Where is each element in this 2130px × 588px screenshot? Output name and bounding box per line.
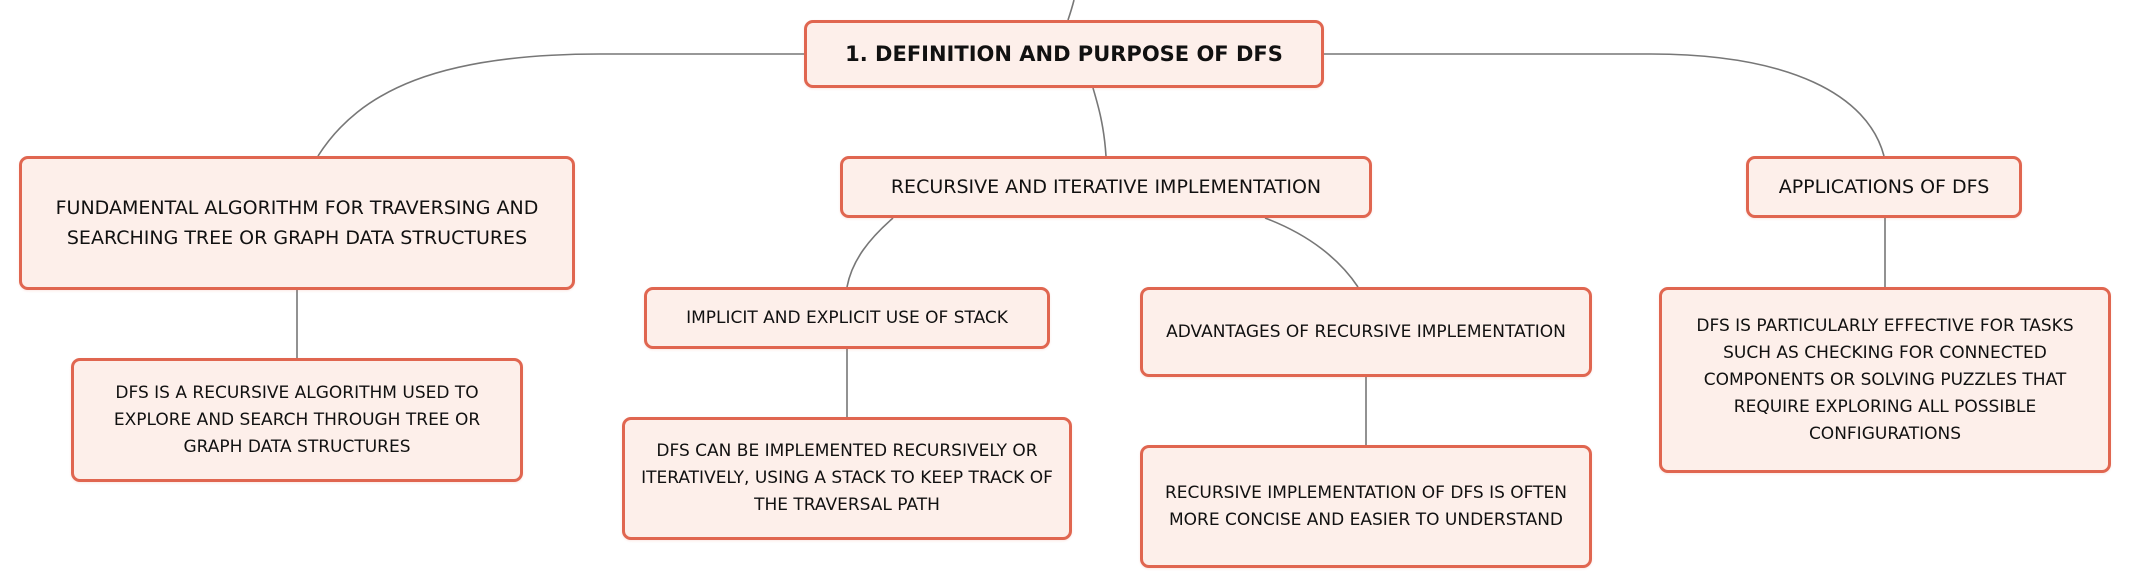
leaf-node-recursive-algorithm[interactable]: DFS IS A RECURSIVE ALGORITHM USED TO EXP… — [71, 358, 523, 482]
branch-node-label: APPLICATIONS OF DFS — [1778, 176, 1990, 198]
branch-node-label: RECURSIVE AND ITERATIVE IMPLEMENTATION — [890, 176, 1322, 198]
connector-root-to-recursive — [1092, 87, 1107, 157]
connector-recursive-to-advantages — [1264, 217, 1359, 288]
leaf-node-stack-implementation[interactable]: DFS CAN BE IMPLEMENTED RECURSIVELY OR IT… — [622, 417, 1072, 540]
branch-node-recursive-iterative[interactable]: RECURSIVE AND ITERATIVE IMPLEMENTATION — [840, 156, 1372, 218]
subbranch-node-label: IMPLICIT AND EXPLICIT USE OF STACK — [686, 307, 1008, 328]
root-node-label: 1. DEFINITION AND PURPOSE OF DFS — [845, 42, 1283, 66]
root-node[interactable]: 1. DEFINITION AND PURPOSE OF DFS — [804, 20, 1324, 88]
connector-recursive-to-stack — [846, 217, 894, 288]
subbranch-node-advantages[interactable]: ADVANTAGES OF RECURSIVE IMPLEMENTATION — [1140, 287, 1592, 377]
subbranch-node-stack-use[interactable]: IMPLICIT AND EXPLICIT USE OF STACK — [644, 287, 1050, 349]
leaf-node-label: DFS CAN BE IMPLEMENTED RECURSIVELY OR IT… — [641, 441, 1053, 515]
leaf-node-label: DFS IS A RECURSIVE ALGORITHM USED TO EXP… — [113, 382, 481, 457]
connector-root-to-applications — [1324, 53, 1885, 157]
leaf-node-label: RECURSIVE IMPLEMENTATION OF DFS IS OFTEN… — [1164, 482, 1568, 530]
connector-root-to-fundamental — [317, 53, 804, 157]
leaf-node-effective-applications[interactable]: DFS IS PARTICULARLY EFFECTIVE FOR TASKS … — [1659, 287, 2111, 473]
connector-root-parent — [1067, 0, 1075, 21]
branch-node-label: FUNDAMENTAL ALGORITHM FOR TRAVERSING AND… — [55, 197, 539, 249]
leaf-node-label: DFS IS PARTICULARLY EFFECTIVE FOR TASKS … — [1696, 315, 2074, 444]
branch-node-fundamental-algorithm[interactable]: FUNDAMENTAL ALGORITHM FOR TRAVERSING AND… — [19, 156, 575, 290]
subbranch-node-label: ADVANTAGES OF RECURSIVE IMPLEMENTATION — [1166, 321, 1566, 342]
leaf-node-concise-implementation[interactable]: RECURSIVE IMPLEMENTATION OF DFS IS OFTEN… — [1140, 445, 1592, 568]
branch-node-applications[interactable]: APPLICATIONS OF DFS — [1746, 156, 2022, 218]
